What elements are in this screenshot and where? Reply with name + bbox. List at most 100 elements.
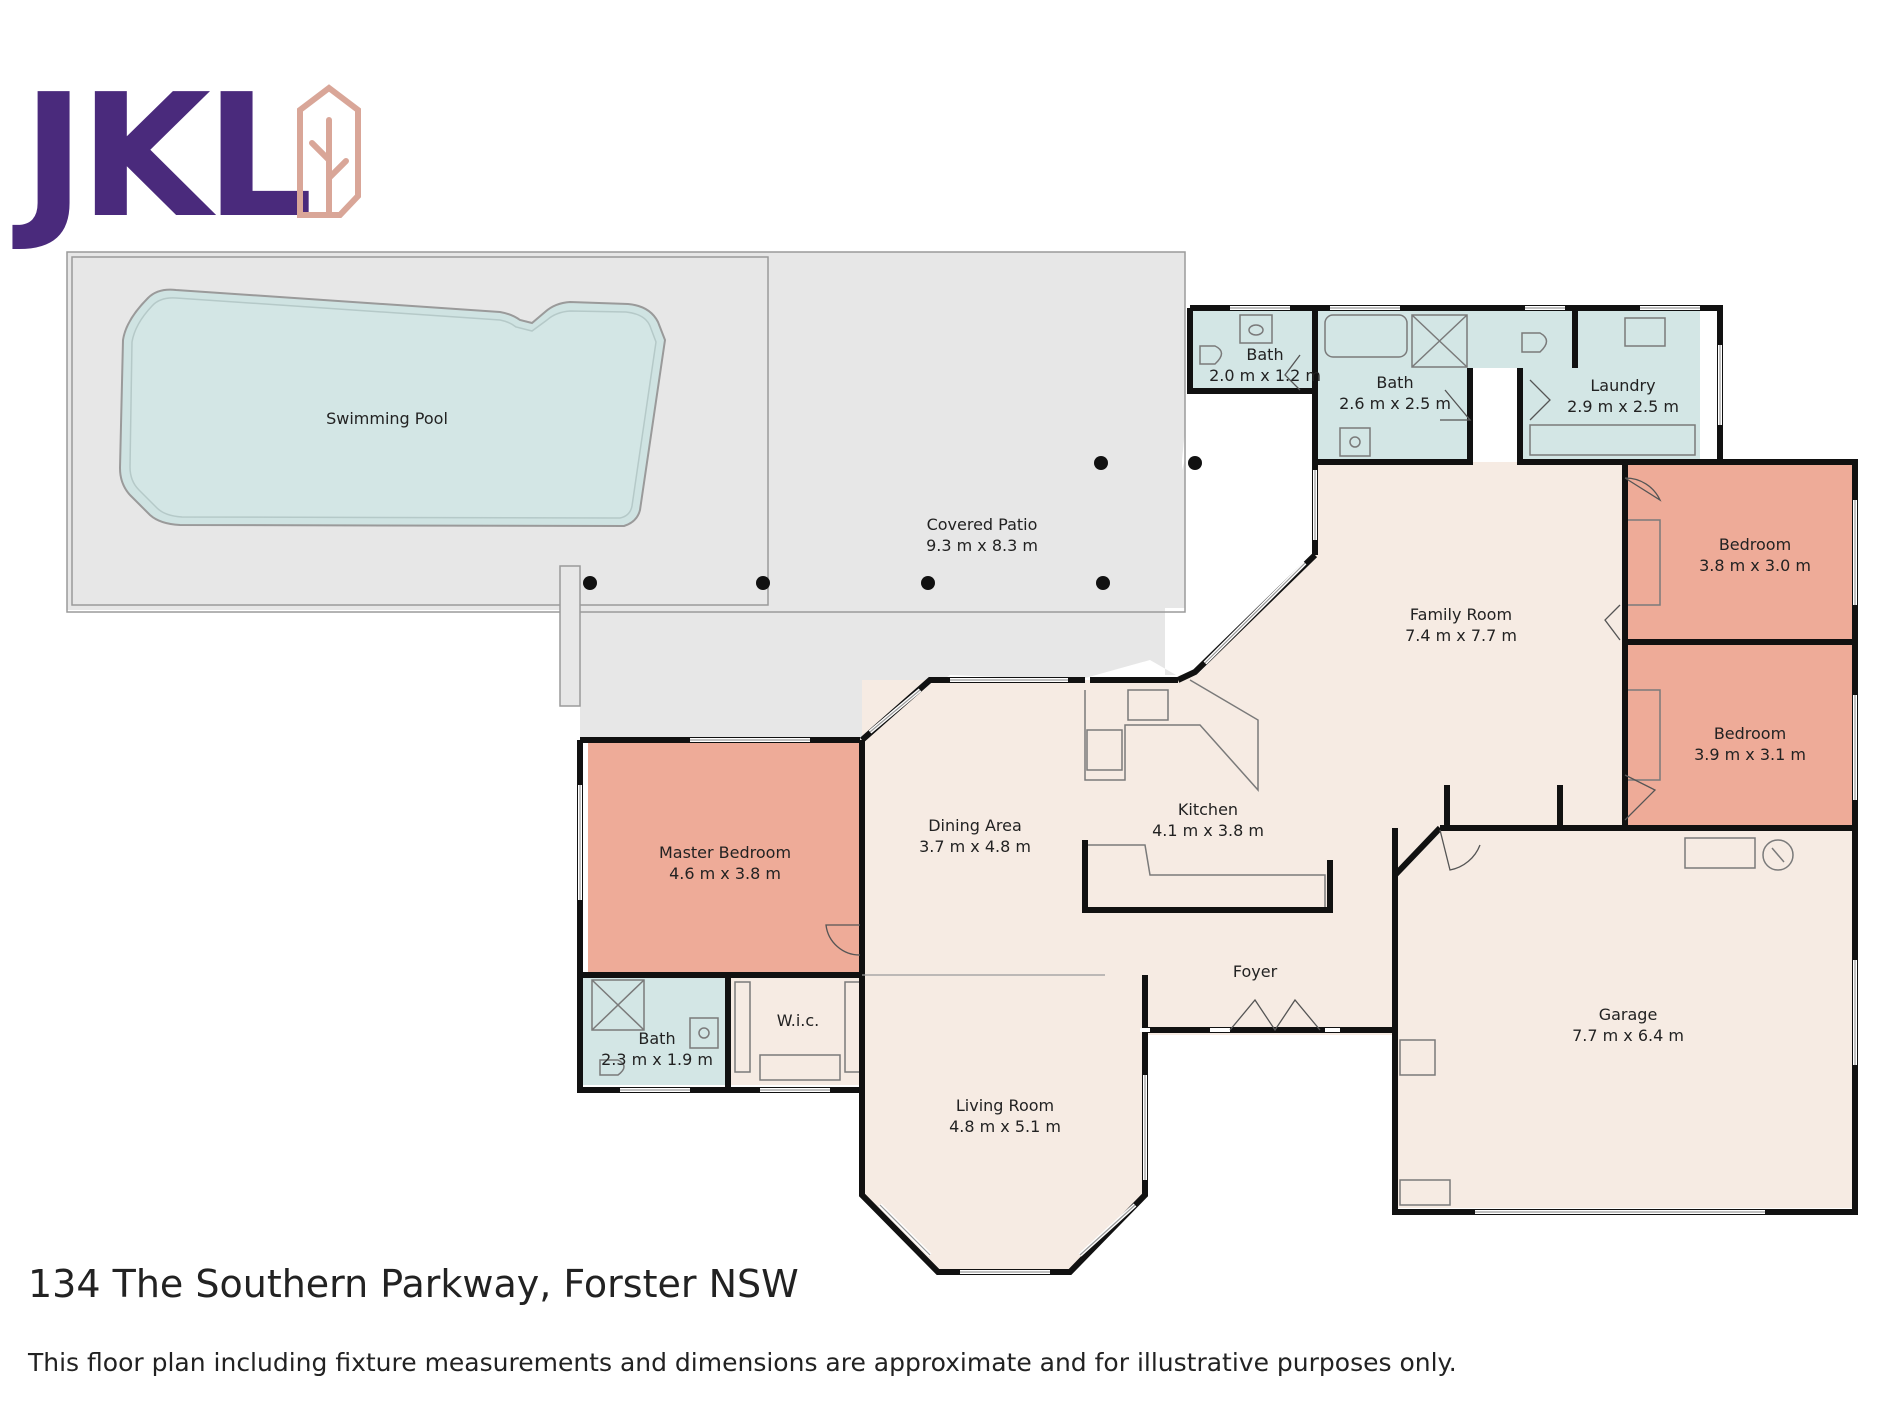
wic-shelf-3 — [759, 1054, 841, 1081]
living-room-fill — [862, 975, 1145, 1272]
wic-fill — [728, 975, 862, 1085]
label-bedroom-3: Bedroom 3.9 m x 3.1 m — [1694, 724, 1806, 764]
foyer-fill — [1140, 880, 1395, 1035]
label-wic: W.i.c. — [777, 1011, 819, 1030]
dining-fill — [862, 680, 1080, 980]
toilet-2 — [1521, 332, 1548, 353]
master-bedroom-fill — [588, 740, 860, 975]
patio-posts — [583, 456, 1202, 590]
room-name: Bedroom — [1714, 724, 1786, 743]
pool-deck-edge — [71, 256, 769, 606]
room-name: Bath — [1376, 373, 1413, 392]
label-ensuite: Bath 2.3 m x 1.9 m — [601, 1029, 713, 1069]
room-name: W.i.c. — [777, 1011, 819, 1030]
ensuite-toilet — [599, 1059, 625, 1076]
ensuite-shower — [591, 979, 645, 1031]
ensuite-basin — [689, 1017, 719, 1049]
room-dims: 2.0 m x 1.2 m — [1209, 366, 1321, 385]
hot-water-icon — [1762, 839, 1794, 871]
room-name: Bath — [638, 1029, 675, 1048]
label-bath-main: Bath 2.6 m x 2.5 m — [1339, 373, 1451, 413]
room-dims: 7.7 m x 6.4 m — [1572, 1026, 1684, 1045]
room-dims: 2.3 m x 1.9 m — [601, 1050, 713, 1069]
room-name: Covered Patio — [927, 515, 1038, 534]
logo-wordmark: JKL — [12, 58, 309, 256]
tree-house-icon — [297, 84, 361, 218]
doors — [825, 354, 1662, 1032]
label-swimming-pool: Swimming Pool — [326, 409, 448, 428]
shower — [1411, 314, 1468, 368]
laundry-bench — [1529, 424, 1696, 456]
pool-water — [129, 297, 657, 519]
room-dims: 3.9 m x 3.1 m — [1694, 745, 1806, 764]
side-path — [559, 565, 581, 707]
room-name: Garage — [1599, 1005, 1658, 1024]
room-dims: 7.4 m x 7.7 m — [1405, 626, 1517, 645]
room-name: Kitchen — [1178, 800, 1238, 819]
door-swing — [1604, 604, 1621, 641]
door-swing — [1624, 774, 1657, 821]
label-laundry: Laundry 2.9 m x 2.5 m — [1567, 376, 1679, 416]
vanity-basin — [1239, 314, 1273, 344]
label-bedroom-2: Bedroom 3.8 m x 3.0 m — [1699, 535, 1811, 575]
label-living-room: Living Room 4.8 m x 5.1 m — [949, 1096, 1061, 1136]
label-garage: Garage 7.7 m x 6.4 m — [1572, 1005, 1684, 1045]
company-logo: JKL — [12, 58, 361, 256]
room-labels: Swimming Pool Covered Patio 9.3 m x 8.3 … — [326, 345, 1811, 1136]
room-dims: 2.6 m x 2.5 m — [1339, 394, 1451, 413]
label-family-room: Family Room 7.4 m x 7.7 m — [1405, 605, 1517, 645]
room-name: Master Bedroom — [659, 843, 791, 862]
patio-edge-outer — [66, 251, 1186, 613]
garage-cupboard — [1399, 1039, 1436, 1076]
cooktop — [1086, 729, 1123, 771]
room-name: Laundry — [1590, 376, 1655, 395]
room-name: Foyer — [1233, 962, 1278, 981]
disclaimer-text: This floor plan including fixture measur… — [28, 1348, 1457, 1377]
room-fills — [582, 308, 1852, 1272]
room-dims: 9.3 m x 8.3 m — [926, 536, 1038, 555]
bath-small-fill — [1190, 308, 1315, 391]
label-foyer: Foyer — [1233, 962, 1278, 981]
bedroom-2-fill — [1625, 462, 1852, 642]
room-name: Family Room — [1410, 605, 1512, 624]
laundry-tub — [1624, 317, 1666, 347]
window-glazing — [579, 307, 1856, 1273]
room-name: Dining Area — [928, 816, 1022, 835]
bath-main-fill — [1315, 308, 1470, 460]
bedroom-3-fill — [1625, 642, 1852, 828]
sink — [1127, 689, 1169, 721]
label-master-bedroom: Master Bedroom 4.6 m x 3.8 m — [659, 843, 791, 883]
garage-bench — [1684, 837, 1756, 869]
outdoor-area — [66, 251, 1202, 740]
room-name: Bedroom — [1719, 535, 1791, 554]
door-swing — [1624, 477, 1662, 502]
door-swing — [1284, 354, 1301, 391]
door-swing — [1439, 829, 1481, 871]
label-kitchen: Kitchen 4.1 m x 3.8 m — [1152, 800, 1264, 840]
room-dims: 2.9 m x 2.5 m — [1567, 397, 1679, 416]
room-dims: 4.1 m x 3.8 m — [1152, 821, 1264, 840]
room-dims: 4.6 m x 3.8 m — [669, 864, 781, 883]
basin — [1339, 427, 1371, 457]
garage-fill — [1395, 828, 1852, 1208]
laundry-fill — [1520, 308, 1700, 460]
room-dims: 3.7 m x 4.8 m — [919, 837, 1031, 856]
room-name: Bath — [1246, 345, 1283, 364]
label-dining-area: Dining Area 3.7 m x 4.8 m — [919, 816, 1031, 856]
label-covered-patio: Covered Patio 9.3 m x 8.3 m — [926, 515, 1038, 555]
room-dims: 4.8 m x 5.1 m — [949, 1117, 1061, 1136]
wic-shelf — [734, 981, 751, 1073]
fixtures — [591, 314, 1794, 1206]
kitchen-bench — [1084, 679, 1259, 792]
door-swing — [1229, 998, 1321, 1032]
door-swing — [825, 924, 861, 956]
door-swing — [1440, 389, 1472, 421]
garage-shelf — [1399, 1179, 1451, 1206]
toilet — [1199, 345, 1223, 365]
room-name: Living Room — [956, 1096, 1054, 1115]
room-dims: 3.8 m x 3.0 m — [1699, 556, 1811, 575]
label-bath-small: Bath 2.0 m x 1.2 m — [1209, 345, 1321, 385]
door-swing — [1529, 379, 1551, 421]
property-address: 134 The Southern Parkway, Forster NSW — [28, 1262, 799, 1306]
room-name: Swimming Pool — [326, 409, 448, 428]
